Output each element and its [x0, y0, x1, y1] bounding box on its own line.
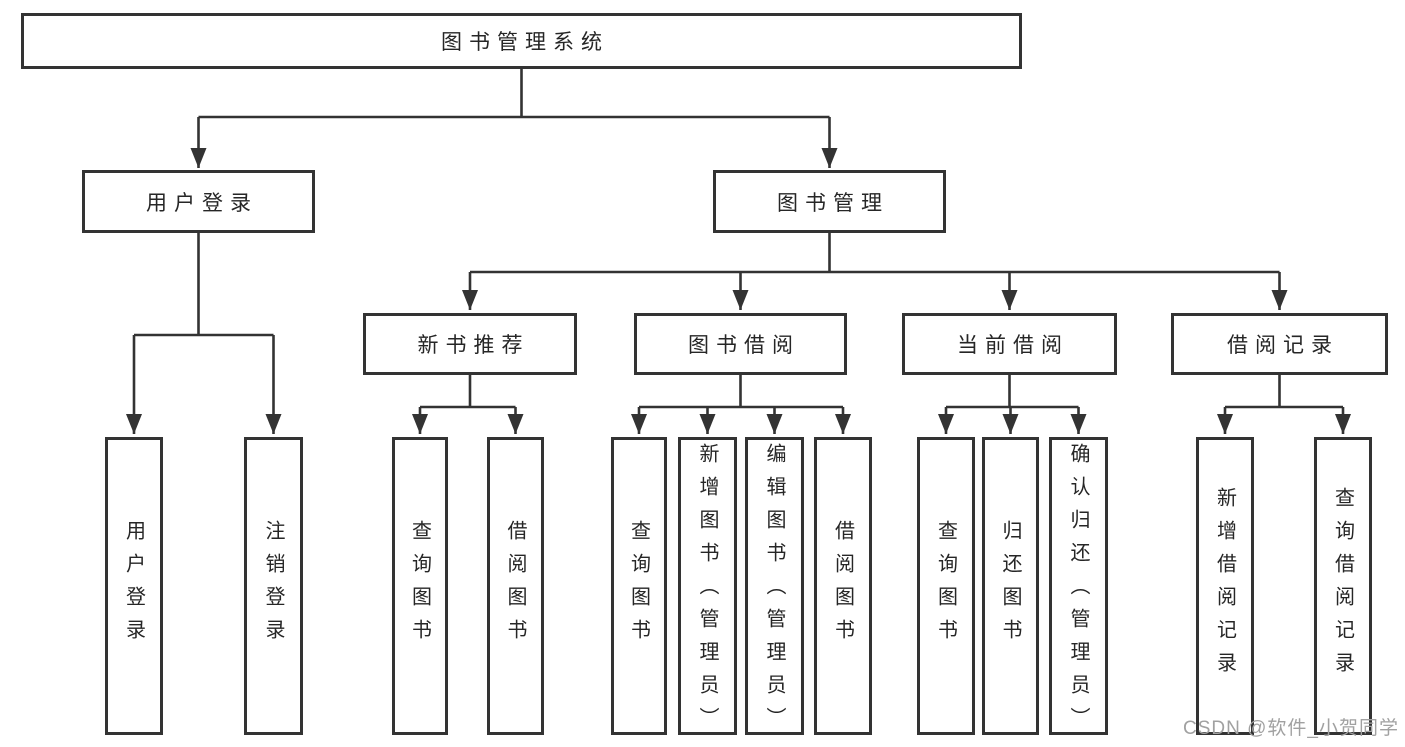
node-borrow-records: 借阅记录: [1171, 313, 1388, 375]
node-label: 借阅图书: [504, 520, 526, 652]
node-label: 查询图书: [408, 520, 431, 652]
node-label: 当前借阅: [957, 334, 1069, 357]
node-label: 归还图书: [999, 520, 1021, 652]
leaf-query-borrow-record: 查询借阅记录: [1314, 437, 1372, 735]
node-label: 新书推荐: [417, 334, 530, 357]
node-label: 编辑图书（管理员）: [763, 443, 785, 740]
leaf-query-book-recommend: 查询图书: [392, 437, 448, 735]
leaf-return-book: 归还图书: [982, 437, 1039, 735]
node-label: 图书借阅: [688, 334, 800, 357]
node-new-book-recommend: 新书推荐: [363, 313, 577, 375]
node-label: 查询图书: [934, 520, 957, 652]
leaf-confirm-return-admin: 确认归还（管理员）: [1049, 437, 1108, 740]
node-book-management: 图书管理: [713, 170, 946, 233]
leaf-query-book-current: 查询图书: [917, 437, 975, 735]
node-root-system: 图书管理系统: [21, 13, 1022, 69]
leaf-borrow-book: 借阅图书: [814, 437, 872, 735]
leaf-query-book-borrow: 查询图书: [611, 437, 667, 735]
leaf-user-login: 用户登录: [105, 437, 163, 735]
node-book-borrow: 图书借阅: [634, 313, 847, 375]
node-label: 新增借阅记录: [1213, 487, 1236, 685]
node-label: 确认归还（管理员）: [1067, 443, 1089, 740]
node-label: 图书管理系统: [441, 31, 609, 54]
node-current-borrow: 当前借阅: [902, 313, 1117, 375]
node-label: 查询借阅记录: [1331, 487, 1354, 685]
leaf-add-borrow-record: 新增借阅记录: [1196, 437, 1254, 735]
leaf-edit-book-admin: 编辑图书（管理员）: [745, 437, 804, 740]
node-label: 借阅记录: [1227, 334, 1339, 357]
node-label: 用户登录: [122, 520, 145, 652]
node-label: 注销登录: [262, 520, 284, 652]
node-label: 图书管理: [777, 191, 889, 215]
node-label: 借阅图书: [831, 520, 854, 652]
leaf-logout: 注销登录: [244, 437, 303, 735]
leaf-add-book-admin: 新增图书（管理员）: [678, 437, 737, 740]
node-label: 新增图书（管理员）: [696, 443, 718, 740]
node-user-login: 用户登录: [82, 170, 315, 233]
leaf-borrow-book-recommend: 借阅图书: [487, 437, 544, 735]
watermark: CSDN @软件_小贺同学: [1183, 718, 1399, 739]
node-label: 查询图书: [627, 520, 650, 652]
node-label: 用户登录: [146, 191, 258, 215]
